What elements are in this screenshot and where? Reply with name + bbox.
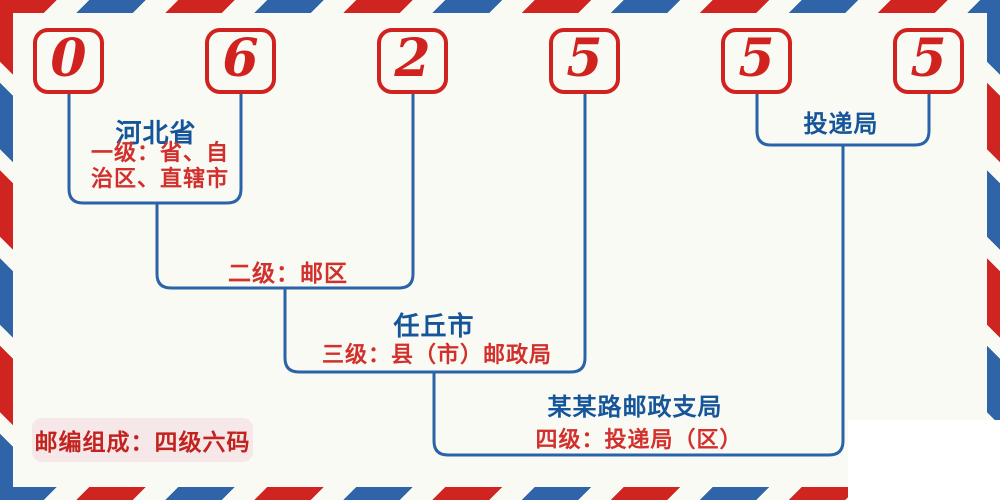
bracket-level1 [67, 93, 243, 205]
bracket-level4 [432, 145, 845, 457]
digit-value-3: 2 [394, 28, 431, 89]
digit-box-2: 6 [205, 28, 276, 94]
branch-bureau-label: 某某路邮政支局 [547, 392, 723, 421]
digit-value-5: 5 [738, 28, 775, 89]
digit-value-2: 6 [222, 28, 259, 89]
delivery-bureau-label: 投递局 [803, 109, 879, 138]
digit-box-5: 5 [721, 28, 792, 94]
province-name-label: 河北省 [115, 119, 197, 149]
level4-description: 四级：投递局（区） [535, 428, 743, 453]
level3-description: 三级：县（市）邮政局 [321, 343, 553, 368]
bracket-delivery [755, 93, 931, 147]
airmail-border-top [0, 0, 1000, 13]
digit-value-6: 5 [910, 28, 947, 89]
level1-description-line2: 治区、直辖市 [90, 167, 230, 192]
airmail-border-bottom [0, 487, 1000, 500]
digit-box-4: 5 [549, 28, 620, 94]
level1-description-line1: 一级：省、自 [90, 141, 230, 166]
composition-badge-label: 邮编组成：四级六码 [34, 429, 251, 456]
digit-box-3: 2 [377, 28, 448, 94]
level2-description: 二级：邮区 [228, 261, 348, 287]
city-name-label: 任丘市 [393, 312, 475, 342]
airmail-border-left [0, 0, 13, 500]
digit-box-6: 5 [893, 28, 964, 94]
corner-white-patch [848, 420, 1000, 500]
digit-value-4: 5 [566, 28, 603, 89]
composition-badge: 邮编组成：四级六码 [32, 418, 253, 462]
level1-description: 一级：省、自 治区、直辖市 [91, 141, 229, 193]
digit-value-1: 0 [50, 28, 87, 89]
airmail-border-right [987, 0, 1000, 500]
digit-box-1: 0 [33, 28, 104, 94]
